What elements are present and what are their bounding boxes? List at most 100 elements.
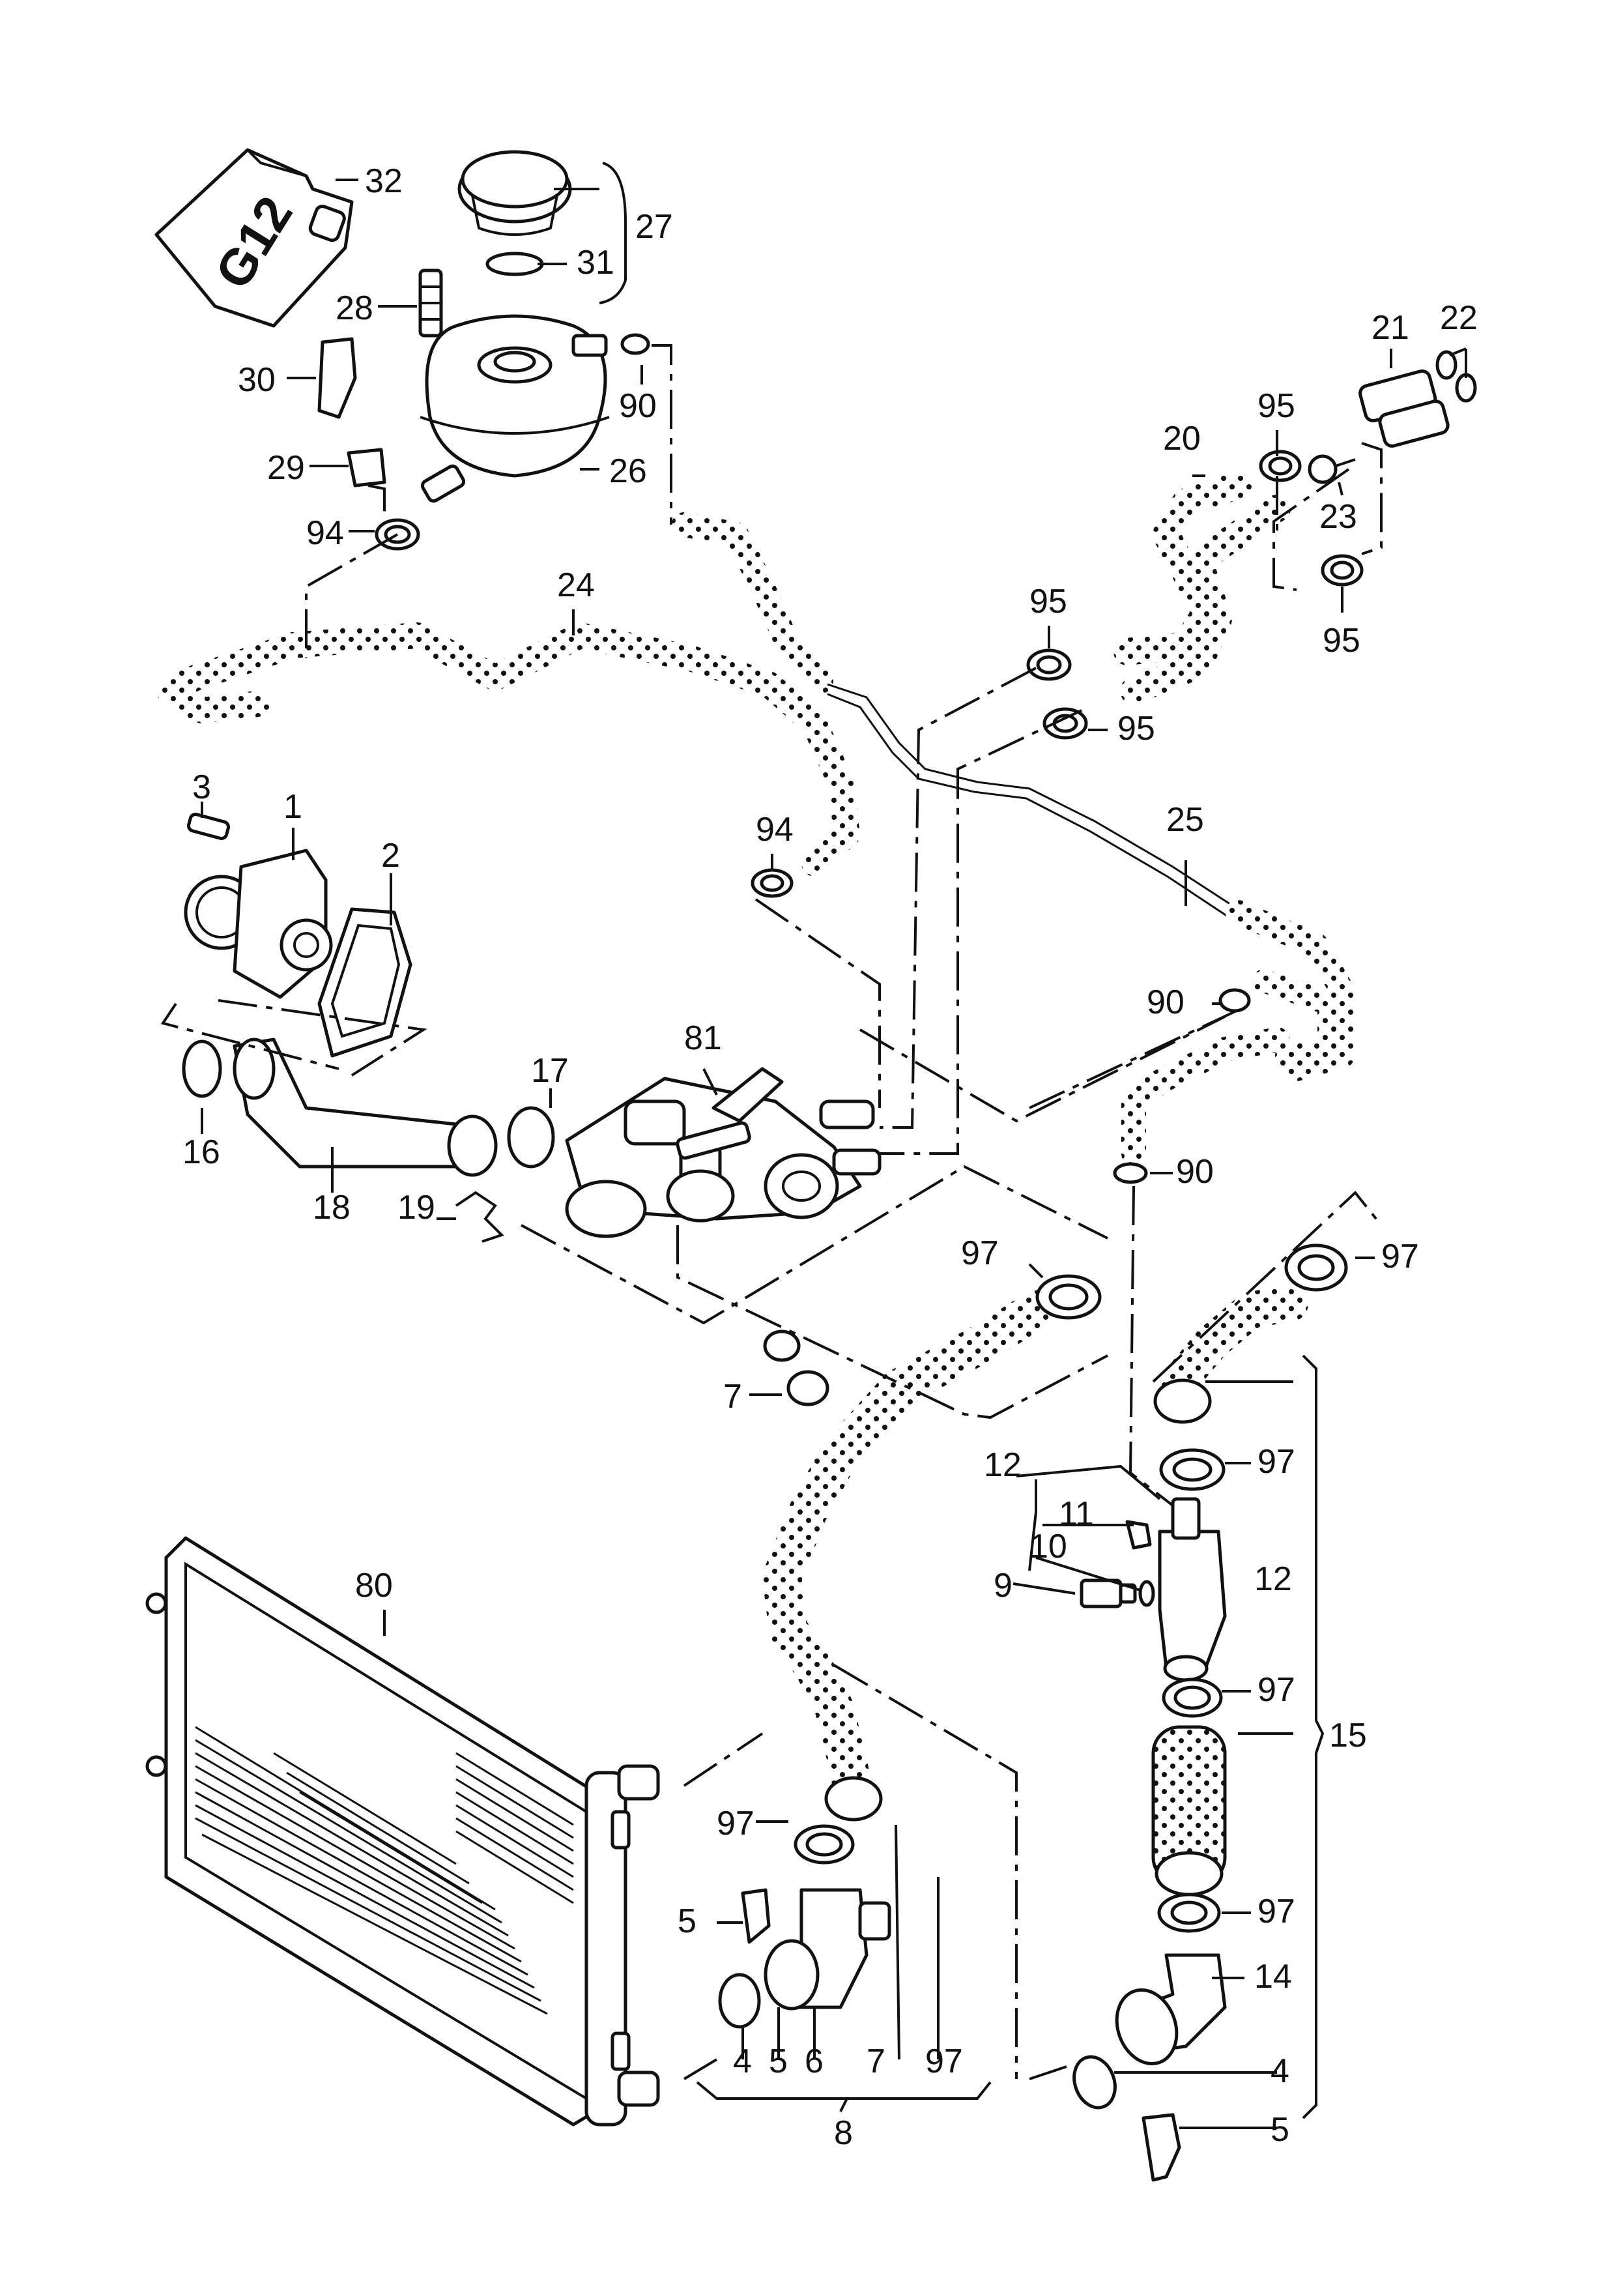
clamp-97-right-2 <box>1159 1448 1226 1491</box>
clamp-97-right-4 <box>1157 1893 1221 1933</box>
label-7-top: 7 <box>723 1378 742 1416</box>
right-lower-hose <box>1151 1725 1227 1896</box>
hose-top-middle <box>672 512 1239 920</box>
clamp-97-lower-center <box>794 1824 855 1865</box>
label-94-top: 94 <box>306 514 344 552</box>
clamp-95-d <box>1042 707 1088 740</box>
bracket-29 <box>347 448 386 487</box>
label-14: 14 <box>1254 1958 1292 1996</box>
label-11: 11 <box>1059 1495 1094 1533</box>
label-18: 18 <box>313 1189 351 1227</box>
label-5-bottom: 5 <box>769 2042 788 2080</box>
coolant-can-g12: G12 <box>154 148 354 328</box>
thermostat-housing-81 <box>565 1067 882 1238</box>
clamp-90-mid <box>1218 988 1251 1013</box>
radiator-fins <box>195 1726 574 2015</box>
label-28: 28 <box>336 289 373 327</box>
label-95-a: 95 <box>1257 387 1295 425</box>
o-ring-4-right <box>1072 2055 1117 2110</box>
label-3: 3 <box>192 768 211 806</box>
label-5-center: 5 <box>678 1902 697 1940</box>
clamp-97-right-3 <box>1162 1678 1223 1718</box>
clamp-95-b <box>1321 554 1364 587</box>
clamp-90-low <box>1113 1162 1148 1184</box>
label-21: 21 <box>1372 309 1409 347</box>
label-90-low: 90 <box>1176 1153 1214 1191</box>
label-32: 32 <box>365 162 403 200</box>
label-22: 22 <box>1440 299 1478 337</box>
o-ring-17 <box>507 1106 555 1169</box>
seal-rings-22 <box>1435 350 1477 403</box>
label-12-left: 12 <box>984 1446 1022 1484</box>
label-9: 9 <box>994 1567 1013 1605</box>
label-17: 17 <box>531 1052 569 1090</box>
label-97-bottom: 97 <box>925 2042 963 2080</box>
label-97-right-4: 97 <box>1257 1893 1295 1930</box>
label-4-center: 4 <box>733 2042 752 2080</box>
label-26: 26 <box>609 452 647 490</box>
clamp-95-a <box>1259 450 1302 482</box>
label-94-mid: 94 <box>756 811 794 849</box>
clamp-97-upper-mid <box>1035 1274 1102 1320</box>
part-labels: 32 27 31 28 30 90 29 26 94 24 21 22 95 2… <box>182 162 1478 2152</box>
retaining-clip-30 <box>317 337 357 419</box>
connector-21 <box>1358 369 1450 448</box>
label-4-right: 4 <box>1271 2052 1289 2090</box>
elbow-14 <box>1115 1953 1227 2066</box>
label-25: 25 <box>1166 801 1204 839</box>
elbow-6 <box>764 1888 891 2011</box>
label-90-mid: 90 <box>1147 983 1185 1021</box>
label-19: 19 <box>397 1189 435 1227</box>
label-97-right-top: 97 <box>1381 1238 1419 1275</box>
pipe-18 <box>182 1038 555 1243</box>
radiator-80 <box>145 1536 660 2127</box>
label-6: 6 <box>805 2042 824 2080</box>
label-8: 8 <box>834 2114 853 2152</box>
label-80: 80 <box>355 1567 393 1605</box>
expansion-tank <box>420 314 610 503</box>
label-15: 15 <box>1329 1717 1367 1754</box>
label-97-right-2: 97 <box>1257 1443 1295 1481</box>
label-81: 81 <box>684 1019 722 1057</box>
label-31: 31 <box>577 244 614 282</box>
label-10: 10 <box>1029 1528 1067 1565</box>
label-24: 24 <box>557 566 595 604</box>
expansion-tank-cap <box>457 150 572 276</box>
ring-10 <box>1138 1580 1155 1607</box>
label-97-right-3: 97 <box>1257 1671 1295 1709</box>
label-29: 29 <box>267 449 305 487</box>
water-pump <box>184 812 333 999</box>
label-16: 16 <box>182 1133 220 1171</box>
cap-o-ring <box>485 252 544 276</box>
label-7-bottom: 7 <box>867 2042 885 2080</box>
label-12-right: 12 <box>1254 1560 1292 1598</box>
clip-5-right <box>1142 2113 1181 2182</box>
label-97-lower-center: 97 <box>717 1805 754 1842</box>
lower-hose-main <box>762 1290 1056 1822</box>
hose-25 <box>1121 900 1355 1166</box>
clip-19 <box>455 1191 504 1243</box>
o-ring-4-center <box>718 1973 761 2029</box>
label-95-d: 95 <box>1117 710 1155 748</box>
gasket-2 <box>317 907 412 1058</box>
label-27: 27 <box>635 208 673 246</box>
label-97-upper-mid: 97 <box>961 1234 999 1272</box>
sensor-9 <box>1080 1578 1137 1608</box>
right-upper-hose <box>1153 1285 1308 1424</box>
sealing-cap-7-top <box>763 1330 829 1406</box>
label-30: 30 <box>238 361 276 399</box>
label-95-c: 95 <box>1029 583 1067 620</box>
label-23: 23 <box>1319 498 1357 536</box>
bolt-3 <box>186 812 231 841</box>
label-95-b: 95 <box>1323 622 1360 660</box>
label-5-right: 5 <box>1271 2111 1289 2149</box>
label-20: 20 <box>1163 420 1201 458</box>
hose-24 <box>156 622 860 877</box>
clamp-97-right-top <box>1284 1243 1348 1292</box>
label-2: 2 <box>381 837 400 875</box>
o-ring-16 <box>182 1039 222 1098</box>
connector-12 <box>1158 1497 1227 1682</box>
label-90-top: 90 <box>619 387 657 425</box>
clamp-90-top <box>620 333 650 355</box>
